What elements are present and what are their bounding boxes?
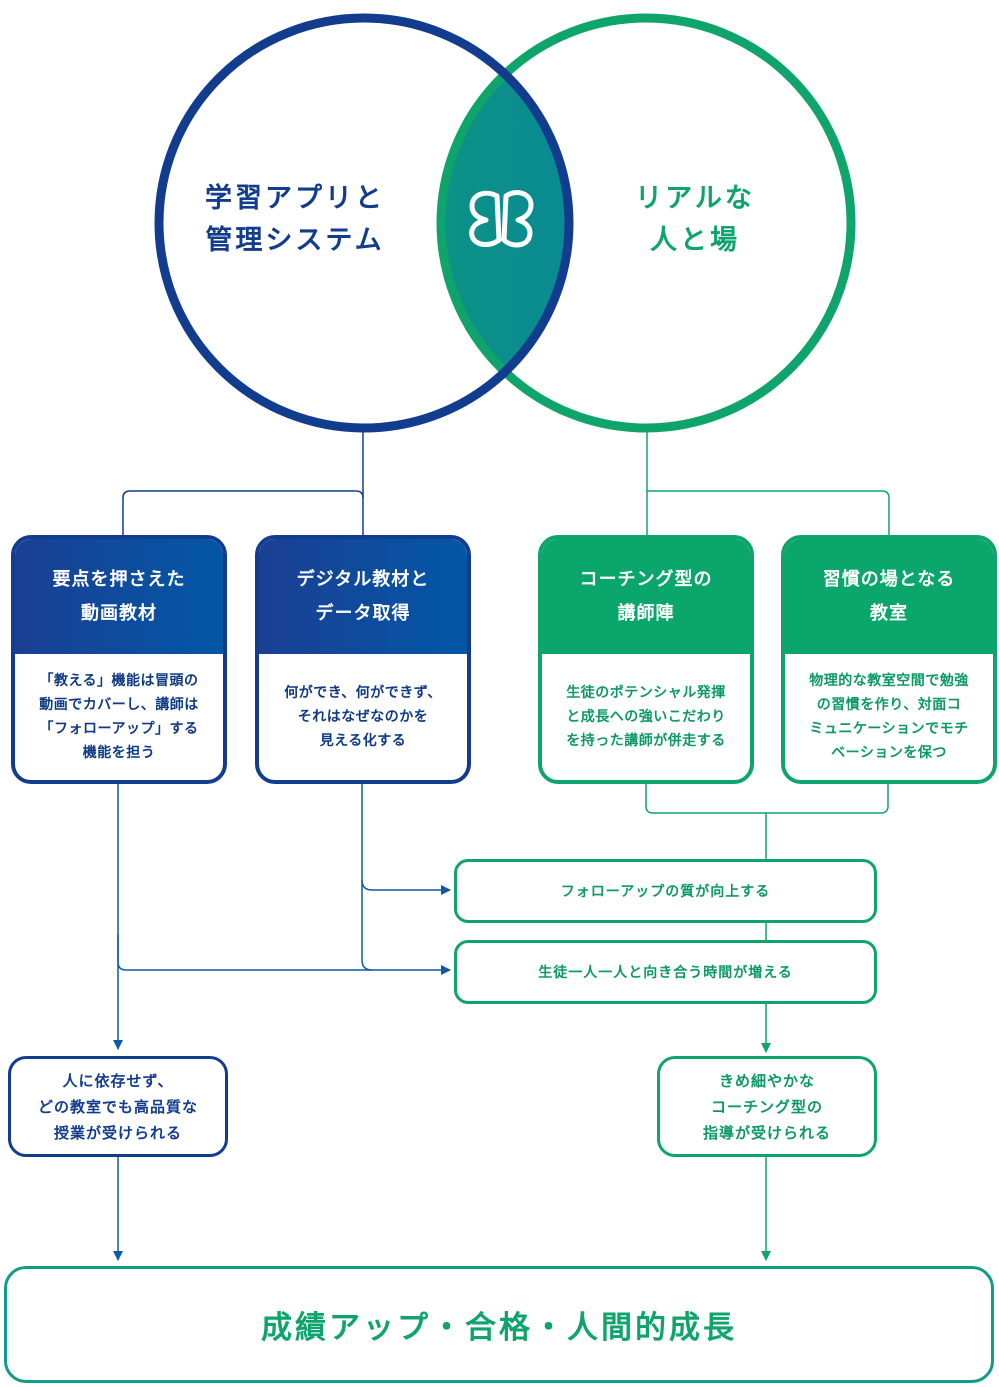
left-circle [154,13,574,433]
card-text-line: ベーションを保つ [831,745,947,761]
card-digital-material: デジタル教材と データ取得 何ができ、何ができず、 それはなぜなのかを 見える化… [255,535,471,784]
venn-right-line-1: リアルな [635,183,755,214]
card-text-line: と成長への強いこだわり [566,709,726,725]
card-classroom: 習慣の場となる 教室 物理的な教室空間で勉強 の習慣を作り、対面コ ミュニケーシ… [781,535,997,784]
card-text-line: 見える化する [319,733,407,749]
card-text-line: の習慣を作り、対面コ [816,697,962,713]
card-head: デジタル教材と データ取得 [259,539,467,654]
card-body: 生徒のポテンシャル発揮 と成長への強いこだわり を持った講師が併走する [542,654,750,780]
venn-right-line-2: 人と場 [650,225,740,256]
right-circle [436,13,856,433]
card-coaching-teachers: コーチング型の 講師陣 生徒のポテンシャル発揮 と成長への強いこだわり を持った… [538,535,754,784]
card-text-line: 何ができ、何ができず、 [284,685,442,701]
card-head: 習慣の場となる 教室 [785,539,993,654]
card-text-line: 生徒のポテンシャル発揮 [566,685,726,701]
venn-left-line-2: 管理システム [205,225,385,256]
venn-right-label: リアルな 人と場 [600,178,790,262]
venn-left-label: 学習アプリと 管理システム [190,178,400,262]
result-text-line: 授業が受けられる [53,1123,182,1142]
card-title-line: データ取得 [315,602,411,624]
venn-left-line-1: 学習アプリと [205,183,385,214]
card-title-line: 講師陣 [617,602,675,624]
final-outcome-text: 成績アップ・合格・人間的成長 [261,1310,737,1346]
card-head: 要点を押さえた 動画教材 [15,539,223,654]
card-text-line: を持った講師が併走する [566,733,726,749]
card-text-line: 動画でカバーし、講師は [39,697,199,713]
card-title-line: デジタル教材と [296,568,430,590]
card-body: 「教える」機能は冒頭の 動画でカバーし、講師は 「フォローアップ」する 機能を担… [15,654,223,780]
result-text-line: コーチング型の [710,1097,823,1116]
card-title-line: コーチング型の [579,568,713,590]
result-coaching-guidance: きめ細やかな コーチング型の 指導が受けられる [657,1056,877,1157]
card-text-line: ミュニケーションでモチ [809,721,969,737]
result-text-line: 人に依存せず、 [62,1071,174,1090]
card-head: コーチング型の 講師陣 [542,539,750,654]
card-title-line: 動画教材 [81,602,157,624]
final-outcome: 成績アップ・合格・人間的成長 [4,1266,994,1383]
card-title-line: 習慣の場となる [822,568,956,590]
card-title-line: 要点を押さえた [52,568,186,590]
card-text-line: 機能を担う [82,745,156,761]
result-text-line: 指導が受けられる [702,1123,831,1142]
card-text-line: それはなぜなのかを [297,709,429,725]
card-text-line: 「教える」機能は冒頭の [39,673,199,689]
pill-text: フォローアップの質が向上する [560,884,771,900]
logo-icon [469,190,534,248]
card-body: 物理的な教室空間で勉強 の習慣を作り、対面コ ミュニケーションでモチ ベーション… [785,654,993,780]
result-consistent-quality: 人に依存せず、 どの教室でも高品質な 授業が受けられる [8,1056,228,1157]
card-body: 何ができ、何ができず、 それはなぜなのかを 見える化する [259,654,467,780]
card-text-line: 物理的な教室空間で勉強 [809,673,969,689]
card-video-material: 要点を押さえた 動画教材 「教える」機能は冒頭の 動画でカバーし、講師は 「フォ… [11,535,227,784]
result-text-line: きめ細やかな [718,1071,815,1090]
pill-followup-quality: フォローアップの質が向上する [454,859,877,923]
result-text-line: どの教室でも高品質な [37,1097,198,1116]
card-text-line: 「フォローアップ」する [39,721,199,737]
pill-text: 生徒一人一人と向き合う時間が増える [538,965,793,981]
pill-time-per-student: 生徒一人一人と向き合う時間が増える [454,940,877,1004]
card-title-line: 教室 [870,602,908,624]
